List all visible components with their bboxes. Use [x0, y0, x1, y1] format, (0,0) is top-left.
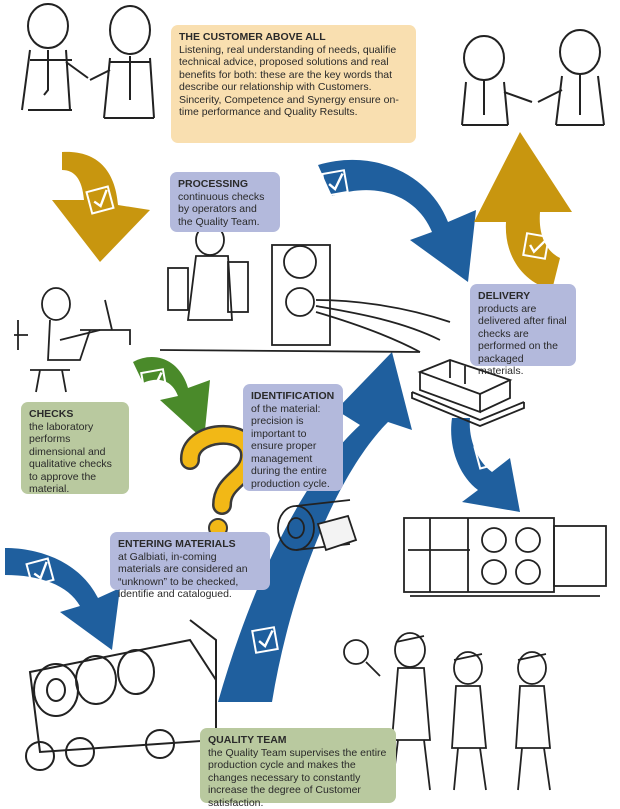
- green-arrow: [133, 357, 210, 440]
- checks-title: CHECKS: [29, 408, 74, 420]
- coil-illustration: [277, 499, 358, 552]
- checkbox-icon: [473, 440, 503, 470]
- quality-team-title: QUALITY TEAM: [208, 734, 287, 746]
- delivery-truck-illustration: [403, 517, 607, 597]
- pallet-illustration: [411, 359, 525, 427]
- identification-box: IDENTIFICATION of the material: precisio…: [243, 384, 343, 491]
- quality-team-text: the Quality Team supervises the entire p…: [208, 746, 387, 809]
- delivery-title: DELIVERY: [478, 290, 531, 302]
- handshake-illustration-right: [461, 29, 605, 126]
- blue-arrow-bottom-left: [5, 548, 120, 650]
- laboratory-illustration: [14, 287, 131, 393]
- processing-machine-illustration: [159, 224, 451, 353]
- identification-title: IDENTIFICATION: [251, 390, 335, 402]
- blue-arrow-top: [318, 159, 476, 282]
- gold-arrow-up: [474, 132, 572, 290]
- customer-title: THE CUSTOMER ABOVE ALL: [179, 31, 326, 43]
- handshake-illustration-left: [21, 3, 155, 119]
- incoming-truck-illustration: [25, 619, 217, 771]
- quality-team-box: QUALITY TEAM the Quality Team supervises…: [200, 728, 396, 809]
- entering-materials-box: ENTERING MATERIALS at Galbiati, in-comin…: [110, 532, 270, 600]
- checks-box: CHECKS the laboratory performs dimension…: [21, 402, 129, 496]
- identification-text: of the material: precision is important …: [251, 402, 330, 490]
- delivery-text: products are delivered after final check…: [478, 302, 567, 378]
- entering-materials-title: ENTERING MATERIALS: [118, 538, 236, 550]
- delivery-box: DELIVERY products are delivered after fi…: [470, 284, 576, 377]
- blue-arrow-big-curve: [218, 352, 412, 702]
- customer-text: Listening, real understanding of needs, …: [179, 43, 399, 119]
- quality-team-illustration: [343, 632, 551, 791]
- blue-arrow-right-down: [451, 418, 520, 512]
- checks-text: the laboratory performs dimensional and …: [29, 420, 112, 496]
- question-mark-icon: [180, 425, 261, 538]
- processing-title: PROCESSING: [178, 178, 249, 190]
- processing-box: PROCESSING continuous checks by operator…: [170, 172, 280, 232]
- processing-text: continuous checks by operators and the Q…: [178, 190, 265, 228]
- entering-materials-text: at Galbiati, in-coming materials are con…: [118, 550, 248, 601]
- customer-box: THE CUSTOMER ABOVE ALL Listening, real u…: [171, 25, 416, 143]
